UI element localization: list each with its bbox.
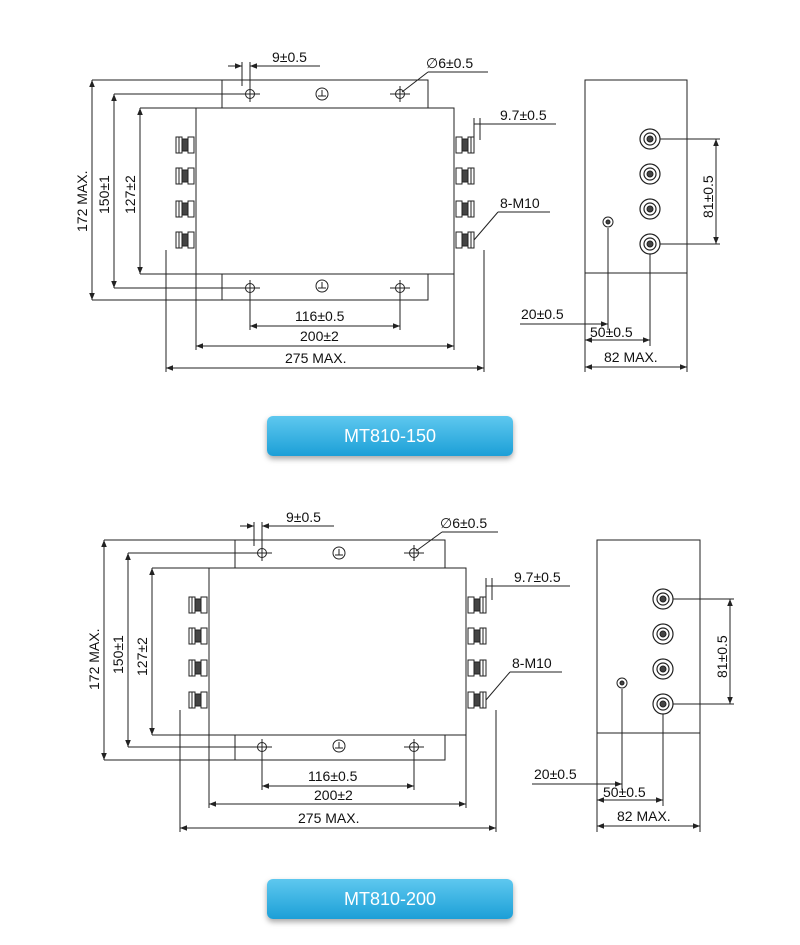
dim-height-body: 127±2 bbox=[122, 175, 138, 214]
dim-hole-diameter: ∅6±0.5 bbox=[440, 515, 487, 531]
dim-height-mount: 150±1 bbox=[96, 175, 112, 214]
dim-side-terminal-spacing: 81±0.5 bbox=[714, 635, 730, 678]
dim-terminal-spec: 8-M10 bbox=[512, 655, 552, 671]
terminal-right bbox=[467, 691, 487, 709]
dim-height-body: 127±2 bbox=[134, 637, 150, 676]
side-terminal bbox=[639, 198, 661, 220]
terminal-right bbox=[467, 596, 487, 614]
dim-body-width: 200±2 bbox=[300, 328, 339, 344]
side-view-body bbox=[584, 79, 688, 274]
filter-body bbox=[195, 107, 455, 275]
terminal-right bbox=[467, 627, 487, 645]
mounting-hole bbox=[390, 280, 410, 296]
terminal-right bbox=[467, 659, 487, 677]
side-terminal bbox=[652, 623, 674, 645]
side-view-body bbox=[596, 539, 701, 734]
terminal-left bbox=[188, 659, 208, 677]
side-terminal bbox=[652, 588, 674, 610]
dim-terminal-spec: 8-M10 bbox=[500, 195, 540, 211]
terminal-right bbox=[455, 231, 475, 249]
dim-width-max: 275 MAX. bbox=[285, 350, 346, 366]
side-ground-stud bbox=[616, 677, 628, 689]
dim-terminal-protrusion: 9.7±0.5 bbox=[500, 107, 547, 123]
mounting-hole bbox=[252, 545, 272, 561]
terminal-left bbox=[175, 136, 195, 154]
dim-depth-max: 82 MAX. bbox=[617, 808, 671, 824]
dim-width-max: 275 MAX. bbox=[298, 810, 359, 826]
terminal-left bbox=[188, 627, 208, 645]
dim-depth-max: 82 MAX. bbox=[604, 349, 658, 365]
dim-hole-offset: 9±0.5 bbox=[272, 49, 307, 65]
ground-symbol bbox=[315, 87, 329, 101]
mounting-hole bbox=[252, 739, 272, 755]
terminal-left bbox=[175, 200, 195, 218]
dim-side-terminal-offset: 50±0.5 bbox=[603, 784, 646, 800]
ground-symbol bbox=[315, 279, 329, 293]
labels-mt810-200: 9±0.5 ∅6±0.5 9.7±0.5 8-M10 172 MAX. 150±… bbox=[86, 509, 730, 826]
dim-height-max: 172 MAX. bbox=[86, 629, 102, 690]
terminal-left bbox=[188, 691, 208, 709]
dim-height-max: 172 MAX. bbox=[74, 171, 90, 232]
drawing-mt810-150 bbox=[89, 62, 720, 372]
mounting-hole bbox=[404, 739, 424, 755]
ground-symbol bbox=[332, 739, 346, 753]
model-label: MT810-150 bbox=[343, 425, 437, 446]
filter-body bbox=[208, 567, 467, 736]
ground-symbol bbox=[332, 546, 346, 560]
dim-terminal-protrusion: 9.7±0.5 bbox=[514, 569, 561, 585]
model-badge-mt810-150: MT810-150 bbox=[267, 416, 513, 456]
terminal-left bbox=[175, 167, 195, 185]
model-label: MT810-200 bbox=[343, 888, 437, 909]
mounting-hole bbox=[390, 86, 410, 102]
dim-side-terminal-spacing: 81±0.5 bbox=[700, 175, 716, 218]
mounting-hole bbox=[240, 280, 260, 296]
side-terminal bbox=[639, 163, 661, 185]
mounting-hole bbox=[240, 86, 260, 102]
dim-side-ground-offset: 20±0.5 bbox=[521, 306, 564, 322]
side-ground-stud bbox=[602, 216, 614, 228]
model-badge-mt810-200: MT810-200 bbox=[267, 879, 513, 919]
labels-mt810-150: 9±0.5 ∅6±0.5 9.7±0.5 8-M10 172 MAX. 150±… bbox=[74, 49, 716, 366]
dim-side-terminal-offset: 50±0.5 bbox=[590, 324, 633, 340]
side-terminal bbox=[639, 128, 661, 150]
dim-side-ground-offset: 20±0.5 bbox=[534, 766, 577, 782]
side-terminal bbox=[639, 233, 661, 255]
terminal-left bbox=[188, 596, 208, 614]
terminal-left bbox=[175, 231, 195, 249]
dim-hole-spacing: 116±0.5 bbox=[295, 308, 345, 324]
side-terminal bbox=[652, 658, 674, 680]
dim-hole-offset: 9±0.5 bbox=[286, 509, 321, 525]
mounting-hole bbox=[404, 545, 424, 561]
drawing-mt810-200 bbox=[101, 522, 734, 832]
dim-hole-spacing: 116±0.5 bbox=[308, 768, 358, 784]
dim-body-width: 200±2 bbox=[314, 787, 353, 803]
terminal-right bbox=[455, 167, 475, 185]
dim-hole-diameter: ∅6±0.5 bbox=[426, 55, 473, 71]
terminal-right bbox=[455, 200, 475, 218]
terminal-right bbox=[455, 136, 475, 154]
side-terminal bbox=[652, 693, 674, 715]
dim-height-mount: 150±1 bbox=[110, 635, 126, 674]
